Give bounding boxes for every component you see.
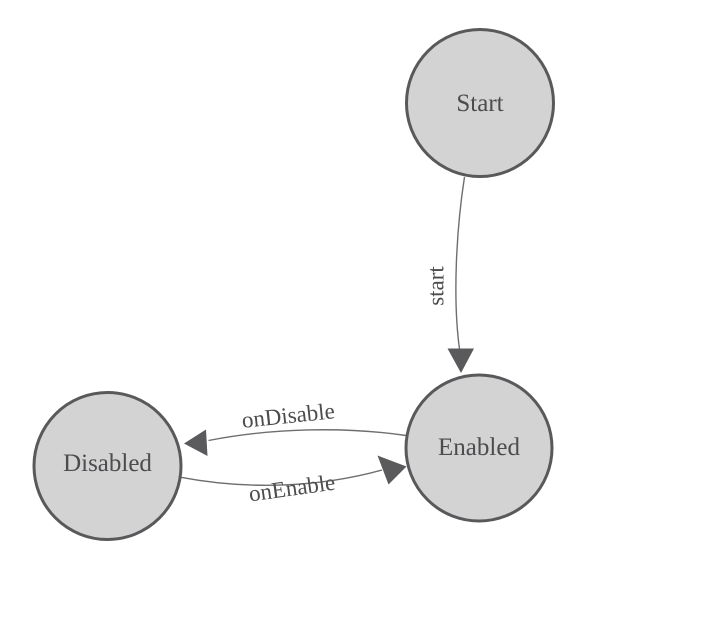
state-node-disabled-label: Disabled bbox=[63, 450, 152, 477]
state-node-enabled-label: Enabled bbox=[438, 434, 520, 461]
arrowhead-left-icon bbox=[184, 429, 208, 456]
edge-enabled-to-disabled-line bbox=[208, 429, 407, 442]
edge-label-onenable: onEnable bbox=[247, 470, 336, 507]
arrowhead-right-icon bbox=[377, 455, 407, 485]
state-node-disabled-circle[interactable] bbox=[32, 391, 183, 541]
state-node-start[interactable]: Start bbox=[405, 28, 555, 178]
edge-start-to-enabled: start bbox=[424, 176, 474, 373]
state-node-disabled[interactable]: Disabled bbox=[32, 391, 183, 541]
state-node-start-circle[interactable] bbox=[405, 28, 555, 178]
arrowhead-down-icon bbox=[447, 348, 474, 373]
state-node-start-label: Start bbox=[456, 90, 503, 117]
state-node-enabled-circle[interactable] bbox=[404, 373, 554, 523]
edge-disabled-to-enabled-line bbox=[179, 469, 383, 486]
edge-label-start: start bbox=[424, 266, 449, 306]
state-node-enabled[interactable]: Enabled bbox=[404, 373, 554, 523]
edge-enabled-to-disabled: onDisable bbox=[184, 398, 407, 456]
edge-disabled-to-enabled: onEnable bbox=[179, 455, 407, 507]
edge-start-to-enabled-line bbox=[455, 176, 466, 350]
edge-label-ondisable: onDisable bbox=[241, 398, 336, 433]
